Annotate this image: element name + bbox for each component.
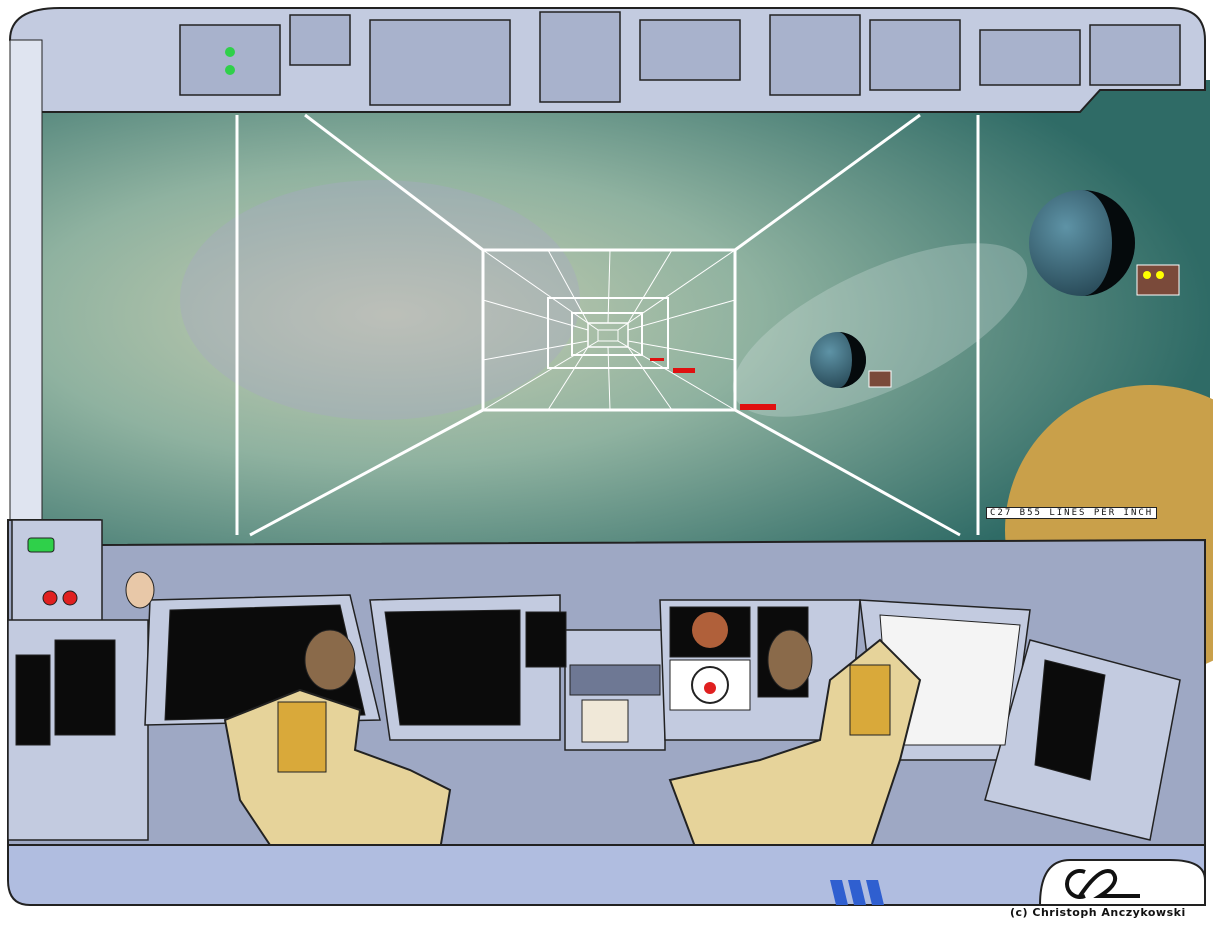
signature-logo <box>1065 869 1140 899</box>
space-view <box>40 80 1210 550</box>
target-markers <box>650 358 776 410</box>
screen-resolution-label: C27 B55 LINES PER INCH <box>986 507 1158 519</box>
console-screens <box>15 604 1106 781</box>
artist-credit: (c) Christoph Anczykowski <box>1010 906 1186 919</box>
star-band <box>732 243 1028 417</box>
bottom-panel <box>7 844 1206 906</box>
crew-left <box>304 629 356 691</box>
crew-right <box>767 629 813 691</box>
nebula-cloud <box>180 180 580 420</box>
tunnel-hud <box>235 113 980 537</box>
logo-plate <box>1038 859 1206 906</box>
